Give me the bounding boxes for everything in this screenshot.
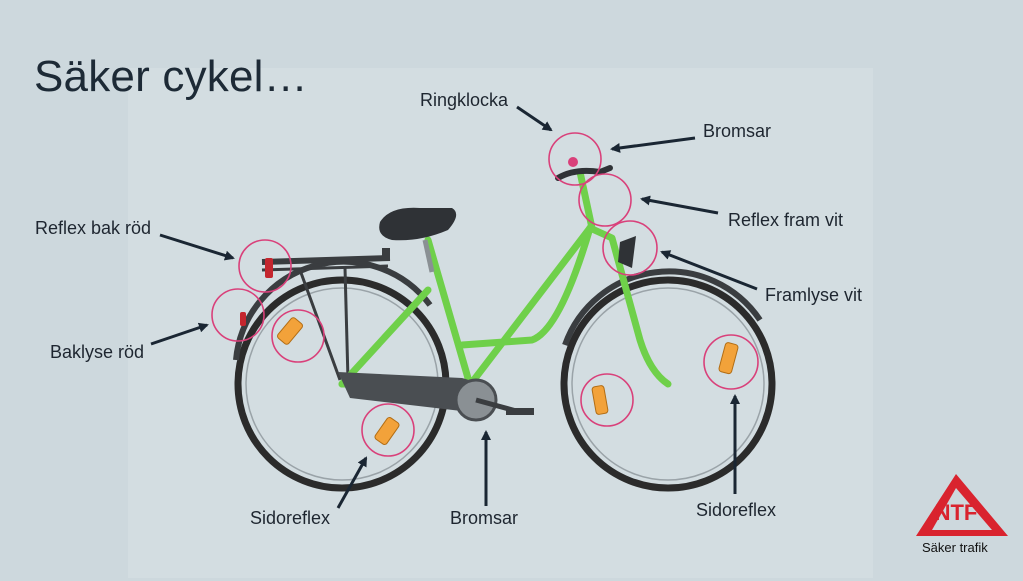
label-arrows — [151, 107, 757, 508]
logo-caption: Säker trafik — [922, 540, 988, 555]
label-reflex-fram: Reflex fram vit — [728, 210, 843, 231]
label-sidoreflex-right: Sidoreflex — [696, 500, 776, 521]
label-bromsar-bottom: Bromsar — [450, 508, 518, 529]
pedal — [506, 408, 534, 415]
label-sidoreflex-left: Sidoreflex — [250, 508, 330, 529]
logo-mark: NTF — [935, 500, 978, 525]
rear-rack — [262, 248, 390, 380]
rear-reflector — [265, 258, 273, 278]
label-reflex-bak: Reflex bak röd — [35, 218, 151, 239]
label-bromsar-top: Bromsar — [703, 121, 771, 142]
bicycle-frame — [342, 172, 668, 385]
saddle — [379, 208, 456, 241]
bell — [568, 157, 578, 167]
label-framlyse: Framlyse vit — [765, 285, 862, 306]
rear-light — [240, 312, 246, 326]
label-ringklocka: Ringklocka — [420, 90, 508, 111]
label-baklyse: Baklyse röd — [50, 342, 144, 363]
